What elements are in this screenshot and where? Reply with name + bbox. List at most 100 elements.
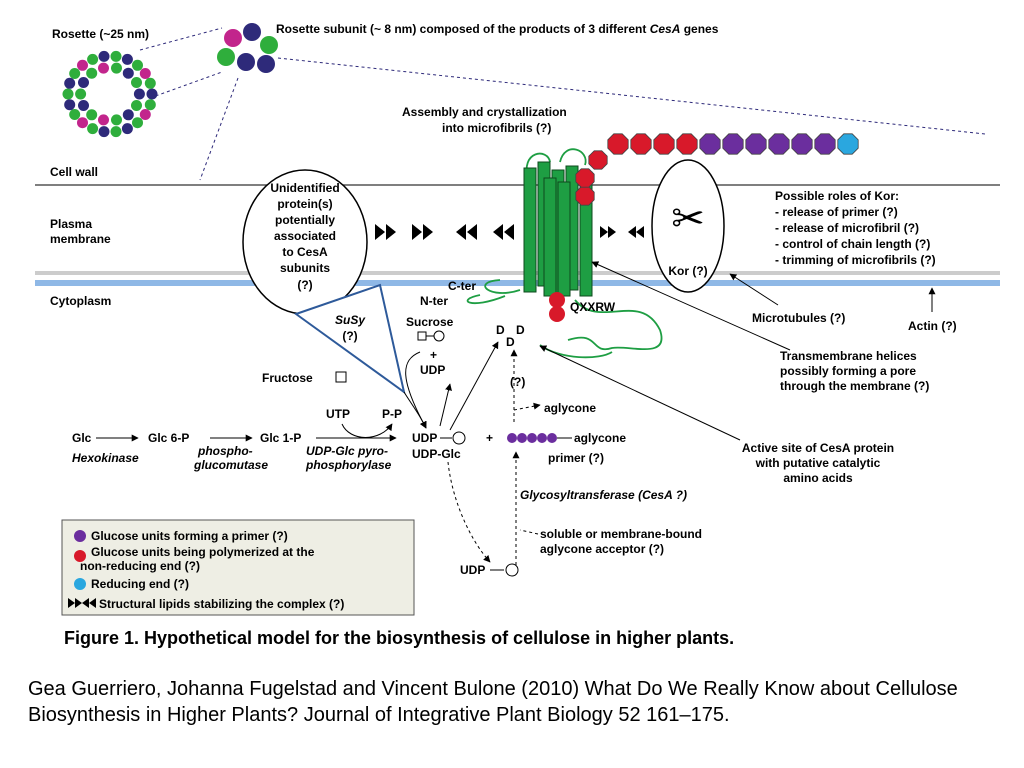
utp-pp-arc [341,423,393,438]
question-label: (?) [510,375,525,389]
rosette-particle [111,62,122,74]
udp-to-fructose-arrow [439,383,452,427]
n-ter-label: N-ter [420,294,448,308]
legend-primer-swatch [74,530,86,542]
svg-text:amino acids: amino acids [783,471,853,485]
cellulose-biosynthesis-diagram: Rosette (~25 nm) Rosette subunit (~ 8 nm… [35,22,1000,616]
susy-triangle [293,283,406,395]
rosette-particle [133,88,145,100]
qxxrw-label: QXXRW [570,300,616,314]
active-site-glucose [549,292,565,322]
rosette-particle [121,123,133,135]
glc6p-label: Glc 6-P [148,431,189,445]
cell-wall-label: Cell wall [50,165,98,179]
fructose-square [335,371,347,383]
udp-glc-udp: UDP [412,431,437,445]
glucan-purple-unit [814,133,836,155]
glucan-red-unit [575,186,595,206]
rosette-particle [64,99,76,111]
rosette-particle [98,50,110,62]
figure-citation: Gea Guerriero, Johanna Fugelstad and Vin… [28,678,958,726]
udp-bottom-circle [505,563,519,577]
membrane-inner-band [35,271,1000,275]
cytoplasm-label: Cytoplasm [50,294,111,308]
udp-glc-label: UDP-Glc [412,447,461,461]
sucrose-plus: + [430,348,437,362]
rosette-particle [86,67,98,79]
subunit-connector-down [199,77,239,181]
rosette-particle [144,77,156,89]
rosette-particle [131,100,142,111]
svg-text:Structural lipids stabilizing: Structural lipids stabilizing the comple… [99,597,344,611]
svg-text:Glucose units forming a primer: Glucose units forming a primer (?) [91,529,288,543]
d-label-2: D [516,323,525,337]
active-site-label: Active site of CesA protein with putativ… [742,441,894,485]
svg-text:- control of chain length (?): - control of chain length (?) [775,237,930,251]
transmembrane-label: Transmembrane helices possibly forming a… [780,349,929,393]
plasma-membrane-label-1: Plasma [50,217,92,231]
rosette-particle [87,123,99,135]
kor-label: Kor (?) [668,264,707,278]
glucan-chain [575,133,859,206]
cesa-helices [523,161,593,297]
acceptor-pointer [519,529,539,535]
svg-text:through the membrane (?): through the membrane (?) [780,379,929,393]
svg-text:Possible roles of Kor:: Possible roles of Kor: [775,189,899,203]
aglycone-primer-label: aglycone [574,431,626,445]
svg-text:to CesA: to CesA [282,245,328,259]
rosette-particle [122,67,134,79]
svg-text:Unidentified: Unidentified [270,181,339,195]
udp-glc-to-udp-dashed [447,461,491,563]
d-label-1: D [496,323,505,337]
rosette-ring [62,50,158,138]
active-site-pointer [539,345,741,441]
glycosyltransferase-label: Glycosyltransferase (CesA ?) [520,488,687,502]
acceptor-label: soluble or membrane-bound aglycone accep… [540,527,702,556]
svg-text:Glucose units being polymerize: Glucose units being polymerized at the [91,545,315,559]
svg-text:(?): (?) [297,278,312,292]
glucan-purple-unit [745,133,767,155]
udpglc-pyrophosphorylase-2: phosphorylase [305,458,392,472]
scissors-icon: ✂ [671,197,705,241]
rosette-connector-top [139,27,223,51]
glucan-red-unit [676,133,698,155]
utp-label: UTP [326,407,350,421]
rosette-particle [77,117,88,129]
rosette-particle [78,100,89,111]
glucan-purple-unit [768,133,790,155]
glucan-purple-unit [791,133,813,155]
legend: Glucose units forming a primer (?) Gluco… [68,529,344,611]
rosette-particle [110,126,122,138]
primer-chain [507,433,557,443]
legend-box [61,519,415,616]
aglycone-release-dashed [513,402,541,411]
rosette-particle [62,88,74,100]
transmembrane-pointer [591,261,791,351]
rosette-particle [77,59,88,71]
rosette-particle [110,50,122,62]
svg-text:soluble or membrane-bound: soluble or membrane-bound [540,527,702,541]
d-label-3: D [506,335,515,349]
rosette-particle [64,77,76,89]
rosette-particle [86,109,98,121]
sucrose-to-udp-arrow [405,351,427,429]
cesa-loops [466,148,663,359]
rosette-particle [132,117,143,129]
microtubules-arrow [729,273,779,306]
svg-text:- trimming of microfibrils (?): - trimming of microfibrils (?) [775,253,936,267]
rosette-connector-bottom [149,71,223,99]
rosette-particle [131,77,142,88]
kor-roles: Possible roles of Kor: - release of prim… [775,189,936,267]
legend-reducing-swatch [74,578,86,590]
sucrose-circle [433,330,445,342]
rosette-particle [69,68,81,79]
subunit-label: Rosette subunit (~ 8 nm) composed of the… [276,22,719,36]
rosette-particle [98,126,110,138]
rosette-particle [98,62,109,74]
sucrose-square [417,331,427,341]
glc1p-label: Glc 1-P [260,431,301,445]
plasma-membrane-label-2: membrane [50,232,111,246]
udp-bottom-label: UDP [460,563,485,577]
svg-text:- release of microfibril (?): - release of microfibril (?) [775,221,919,235]
sucrose-udp: UDP [420,363,445,377]
